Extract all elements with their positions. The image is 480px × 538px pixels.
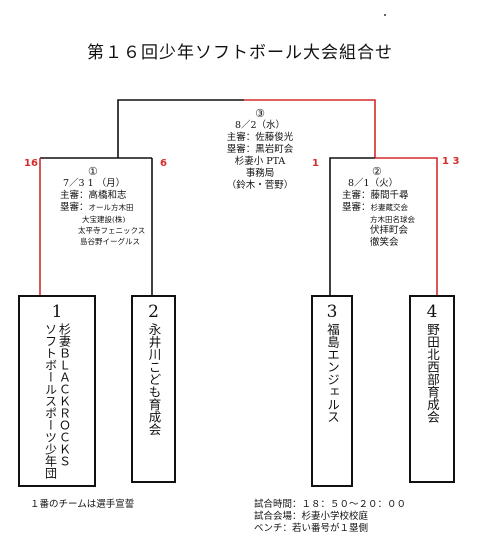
team-number: 1 bbox=[51, 302, 63, 322]
team-name: 福島エンジェルス bbox=[325, 323, 340, 423]
match3-line: 塁審：黒岩町会 bbox=[226, 144, 294, 155]
score-final-left: 1 bbox=[312, 158, 319, 169]
match2-line: 主審：藤間千尋 bbox=[342, 190, 409, 201]
match3-line: 事務局 bbox=[245, 168, 275, 179]
match3-line: 杉妻小 PTA bbox=[234, 156, 286, 167]
score-team1: 16 bbox=[24, 158, 38, 169]
team-box-4: 4 野田北西部育成会 bbox=[409, 295, 455, 483]
match2-info: ② 8／1（火） 主審：藤間千尋 塁審： 杉妻蔵交会 方木田名球会 伏拝町会 徹… bbox=[342, 166, 415, 249]
match2-sub: 方木田名球会 bbox=[370, 215, 415, 224]
match1-info: ① 7／3 1 （月） 主審：高橋和志 塁審： オール方木田 大宝建設(株) 太… bbox=[60, 166, 145, 247]
bracket-line-final-right bbox=[244, 99, 376, 158]
match1-date: 7／3 1 （月） bbox=[63, 178, 126, 189]
match1-sub: 島谷野イーグルス bbox=[80, 237, 140, 246]
page-title: 第１６回少年ソフトボール大会組合せ bbox=[87, 43, 393, 63]
team-box-1: 1 杉妻ＢＬＡＣＫＲＯＣＫＳ ソフトボールスポーツ少年団 bbox=[18, 295, 96, 487]
match1-sub: 大宝建設(株) bbox=[82, 215, 126, 224]
score-team4: 1 3 bbox=[442, 156, 460, 167]
match1-number: ① bbox=[88, 165, 98, 178]
match2-sub: 徹笑会 bbox=[370, 237, 399, 248]
speck bbox=[384, 14, 386, 16]
match1-line: 主審：高橋和志 bbox=[60, 190, 127, 201]
match3-date: 8／2（水） bbox=[234, 120, 286, 131]
bracket-line-semi2-left bbox=[329, 157, 375, 295]
team-name-line2: ソフトボールスポーツ少年団 bbox=[43, 323, 58, 479]
team-number: 3 bbox=[326, 302, 338, 322]
bench-rule: ベンチ：若い番号が１塁側 bbox=[254, 523, 369, 534]
match2-line: 塁審： bbox=[342, 202, 371, 213]
match1-line: 塁審： bbox=[60, 202, 89, 213]
bracket-line-semi2-winner bbox=[375, 157, 438, 295]
match1-sub: 太平寺フェニックス bbox=[78, 226, 146, 235]
match2-number: ② bbox=[372, 165, 382, 178]
team-number: 2 bbox=[148, 302, 159, 322]
game-venue: 試合会場：杉妻小学校校庭 bbox=[254, 511, 369, 522]
match3-line: （鈴木・菅野） bbox=[226, 180, 294, 191]
score-team2: 6 bbox=[160, 158, 167, 169]
team-number: 4 bbox=[426, 302, 438, 322]
match3-info: ③ 8／2（水） 主審：佐藤俊光 塁審：黒岩町会 杉妻小 PTA 事務局 （鈴木… bbox=[215, 108, 305, 192]
bracket-line-final-left bbox=[117, 99, 244, 158]
match2-sub: 杉妻蔵交会 bbox=[370, 203, 409, 212]
team-name: 野田北西部育成会 bbox=[425, 323, 440, 423]
team-box-2: 2 永井川こども育成会 bbox=[131, 295, 176, 483]
match1-sub: オール方木田 bbox=[88, 203, 134, 212]
opening-oath-note: １番のチームは選手宣誓 bbox=[30, 499, 135, 510]
match2-date: 8／1（火） bbox=[348, 178, 399, 189]
team-name: 永井川こども育成会 bbox=[146, 323, 162, 436]
team-name: 杉妻ＢＬＡＣＫＲＯＣＫＳ bbox=[57, 323, 72, 467]
match2-sub: 伏拝町会 bbox=[370, 225, 409, 236]
match3-number: ③ bbox=[255, 107, 265, 120]
team-box-3: 3 福島エンジェルス bbox=[311, 295, 353, 487]
game-time: 試合時間：１８：５０〜２０：００ bbox=[254, 499, 407, 510]
match3-line: 主審：佐藤俊光 bbox=[226, 132, 294, 143]
